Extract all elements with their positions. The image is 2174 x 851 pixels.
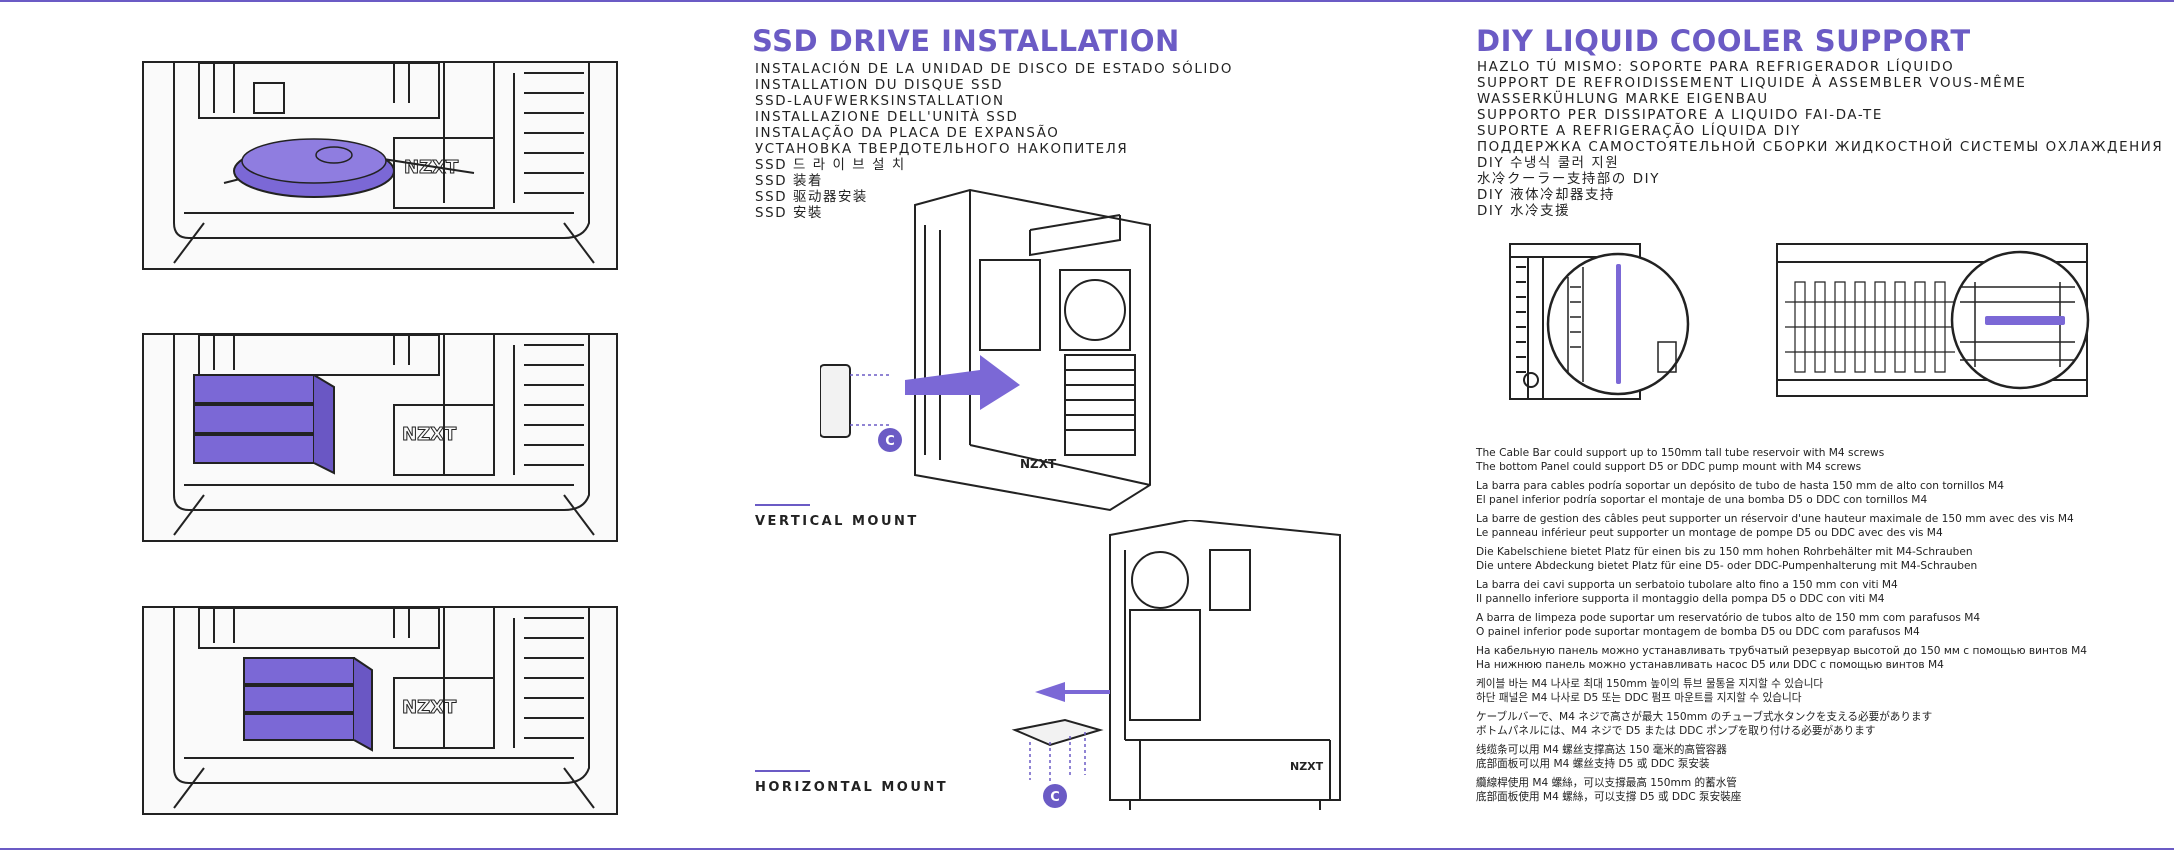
case-interior-drawing-1: NZXT bbox=[173, 63, 595, 264]
desc-zh-cn-line-1: 线缆条可以用 M4 螺丝支撑高达 150 毫米的高管容器 bbox=[1476, 744, 1727, 756]
ssd-lang-de: SSD-LAUFWERKSINSTALLATION bbox=[755, 94, 1005, 109]
desc-ru: На кабельную панель можно устанавливать … bbox=[1476, 644, 2136, 672]
desc-it: La barra dei cavi supporta un serbatoio … bbox=[1476, 578, 2136, 606]
desc-pt-line-1: A barra de limpeza pode suportar um rese… bbox=[1476, 612, 1981, 624]
desc-zh-tw-line-1: 纜線桿使用 M4 螺絲，可以支撐最高 150mm 的蓄水管 bbox=[1476, 777, 1737, 789]
case-interior-drawing-3: NZXT bbox=[173, 608, 595, 809]
desc-zh-tw: 纜線桿使用 M4 螺絲，可以支撐最高 150mm 的蓄水管 底部面板使用 M4 … bbox=[1476, 776, 2136, 804]
desc-ru-line-1: На кабельную панель можно устанавливать … bbox=[1476, 645, 2088, 657]
ssd-language-list: INSTALACIÓN DE LA UNIDAD DE DISCO DE EST… bbox=[755, 62, 1233, 222]
desc-ja: ケーブルバーで、M4 ネジで高さが最大 150mm のチューブ式水タンクを支える… bbox=[1476, 710, 2136, 738]
ssd-lang-it: INSTALLAZIONE DELL'UNITÀ SSD bbox=[755, 110, 1019, 125]
desc-ja-line-2: ボトムパネルには、M4 ネジで D5 または DDC ポンプを取り付ける必要があ… bbox=[1476, 725, 1876, 737]
step-figure-1: NZXT bbox=[142, 61, 618, 270]
case-interior-drawing-2: NZXT bbox=[173, 335, 595, 536]
diy-lang-zh-tw: DIY 水冷支援 bbox=[1477, 204, 1571, 219]
nzxt-logo-horizontal: NZXT bbox=[1290, 760, 1324, 773]
diy-lang-es: HAZLO TÚ MISMO: SOPORTE PARA REFRIGERADO… bbox=[1477, 60, 1955, 75]
ssd-module bbox=[233, 138, 395, 198]
ssd-lang-zh-cn: SSD 驱动器安装 bbox=[755, 190, 868, 205]
desc-es-line-1: La barra para cables podría soportar un … bbox=[1476, 480, 2004, 492]
desc-ko-line-1: 케이블 바는 M4 나사로 최대 150mm 높이의 튜브 물통을 지지할 수 … bbox=[1476, 678, 1824, 690]
ssd-lang-fr: INSTALLATION DU DISQUE SSD bbox=[755, 78, 1004, 93]
diy-language-list: HAZLO TÚ MISMO: SOPORTE PARA REFRIGERADO… bbox=[1477, 60, 2163, 220]
ssd-lang-zh-tw: SSD 安裝 bbox=[755, 206, 823, 221]
diy-lang-ru: ПОДДЕРЖКА САМОСТОЯТЕЛЬНОЙ СБОРКИ ЖИДКОСТ… bbox=[1477, 140, 2164, 155]
desc-ru-line-2: На нижнюю панель можно устанавливать нас… bbox=[1476, 659, 1944, 671]
bottom-panel-pump-mark bbox=[1985, 316, 2065, 325]
step-figure-2: NZXT bbox=[142, 333, 618, 542]
diy-lang-ko: DIY 수냉식 쿨러 지원 bbox=[1477, 156, 1620, 171]
diy-lang-pt: SUPORTE A REFRIGERAÇÃO LÍQUIDA DIY bbox=[1477, 124, 1801, 139]
desc-zh-cn: 线缆条可以用 M4 螺丝支撑高达 150 毫米的高管容器 底部面板可以用 M4 … bbox=[1476, 743, 2136, 771]
ssd-lang-ko: SSD 드 라 이 브 설 치 bbox=[755, 158, 906, 173]
desc-zh-tw-line-2: 底部面板使用 M4 螺絲，可以支撐 D5 或 DDC 泵安裝座 bbox=[1476, 791, 1742, 803]
horizontal-mount-rule bbox=[755, 770, 810, 772]
nzxt-logo-3: NZXT bbox=[402, 697, 457, 718]
step-figure-3: NZXT bbox=[142, 606, 618, 815]
cable-bar-reservoir-mark bbox=[1616, 264, 1621, 384]
diy-cooler-title: DIY LIQUID COOLER SUPPORT bbox=[1476, 24, 1971, 58]
cable-bar-reservoir-diagram bbox=[1509, 243, 1690, 400]
ssd-lang-ja: SSD 装着 bbox=[755, 174, 823, 189]
remove-arrow bbox=[1035, 682, 1110, 702]
diy-lang-ja: 水冷クーラー支持部の DIY bbox=[1477, 172, 1661, 187]
desc-fr-line-1: La barre de gestion des câbles peut supp… bbox=[1476, 513, 2074, 525]
desc-de: Die Kabelschiene bietet Platz für einen … bbox=[1476, 545, 2136, 573]
callout-c-vertical-label: C bbox=[885, 434, 895, 449]
ssd-stack-mounted bbox=[243, 657, 373, 752]
desc-es: La barra para cables podría soportar un … bbox=[1476, 479, 2136, 507]
desc-es-line-2: El panel inferior podría soportar el mon… bbox=[1476, 494, 1928, 506]
top-accent-rule bbox=[0, 0, 2174, 2]
desc-it-line-1: La barra dei cavi supporta un serbatoio … bbox=[1476, 579, 1898, 591]
nzxt-logo-vertical: NZXT bbox=[1020, 457, 1057, 471]
ssd-lang-pt: INSTALAÇÃO DA PLACA DE EXPANSÃO bbox=[755, 126, 1060, 141]
ssd-drive-vertical bbox=[820, 364, 851, 438]
horizontal-mount-label: HORIZONTAL MOUNT bbox=[755, 780, 949, 795]
desc-fr: La barre de gestion des câbles peut supp… bbox=[1476, 512, 2136, 540]
desc-ko: 케이블 바는 M4 나사로 최대 150mm 높이의 튜브 물통을 지지할 수 … bbox=[1476, 677, 2136, 705]
insert-arrow bbox=[905, 355, 1020, 410]
nzxt-logo-1: NZXT bbox=[404, 157, 459, 178]
bottom-accent-rule bbox=[0, 848, 2174, 850]
desc-en: The Cable Bar could support up to 150mm … bbox=[1476, 446, 2136, 474]
desc-fr-line-2: Le panneau inférieur peut supporter un m… bbox=[1476, 527, 1943, 539]
ssd-stack bbox=[193, 374, 335, 475]
diy-lang-it: SUPPORTO PER DISSIPATORE A LIQUIDO FAI-D… bbox=[1477, 108, 1883, 123]
vertical-mount-rule bbox=[755, 504, 810, 506]
desc-ja-line-1: ケーブルバーで、M4 ネジで高さが最大 150mm のチューブ式水タンクを支える… bbox=[1476, 711, 1933, 723]
desc-pt: A barra de limpeza pode suportar um rese… bbox=[1476, 611, 2136, 639]
ssd-lang-ru: УСТАНОВКА ТВЕРДОТЕЛЬНОГО НАКОПИТЕЛЯ bbox=[755, 142, 1129, 157]
desc-ko-line-2: 하단 패널은 M4 나사로 D5 또는 DDC 펌프 마운트를 지지할 수 있습… bbox=[1476, 692, 1802, 704]
desc-en-line-2: The bottom Panel could support D5 or DDC… bbox=[1476, 461, 1862, 473]
diy-description-block: The Cable Bar could support up to 150mm … bbox=[1476, 446, 2136, 809]
ssd-lang-es: INSTALACIÓN DE LA UNIDAD DE DISCO DE EST… bbox=[755, 62, 1233, 77]
diy-lang-de: WASSERKÜHLUNG MARKE EIGENBAU bbox=[1477, 92, 1769, 107]
diy-lang-fr: SUPPORT DE REFROIDISSEMENT LIQUIDE À ASS… bbox=[1477, 76, 2027, 91]
horizontal-mount-drawing: NZXT C bbox=[1011, 520, 1341, 810]
vertical-mount-label: VERTICAL MOUNT bbox=[755, 514, 919, 529]
bottom-panel-pump-diagram bbox=[1776, 243, 2090, 397]
desc-en-line-1: The Cable Bar could support up to 150mm … bbox=[1476, 447, 1885, 459]
desc-de-line-1: Die Kabelschiene bietet Platz für einen … bbox=[1476, 546, 1973, 558]
vertical-mount-drawing: C NZXT bbox=[820, 188, 1151, 512]
nzxt-logo-2: NZXT bbox=[402, 424, 457, 445]
ssd-installation-title: SSD DRIVE INSTALLATION bbox=[752, 24, 1180, 58]
desc-de-line-2: Die untere Abdeckung bietet Platz für ei… bbox=[1476, 560, 1978, 572]
callout-c-vertical bbox=[878, 428, 902, 452]
callout-c-horizontal bbox=[1043, 784, 1067, 808]
ssd-drive-horizontal bbox=[1011, 718, 1104, 747]
diy-lang-zh-cn: DIY 液体冷却器支持 bbox=[1477, 188, 1616, 203]
desc-zh-cn-line-2: 底部面板可以用 M4 螺丝支持 D5 或 DDC 泵安装 bbox=[1476, 758, 1710, 770]
desc-it-line-2: Il pannello inferiore supporta il montag… bbox=[1476, 593, 1885, 605]
desc-pt-line-2: O painel inferior pode suportar montagem… bbox=[1476, 626, 1920, 638]
callout-c-horizontal-label: C bbox=[1050, 790, 1060, 805]
